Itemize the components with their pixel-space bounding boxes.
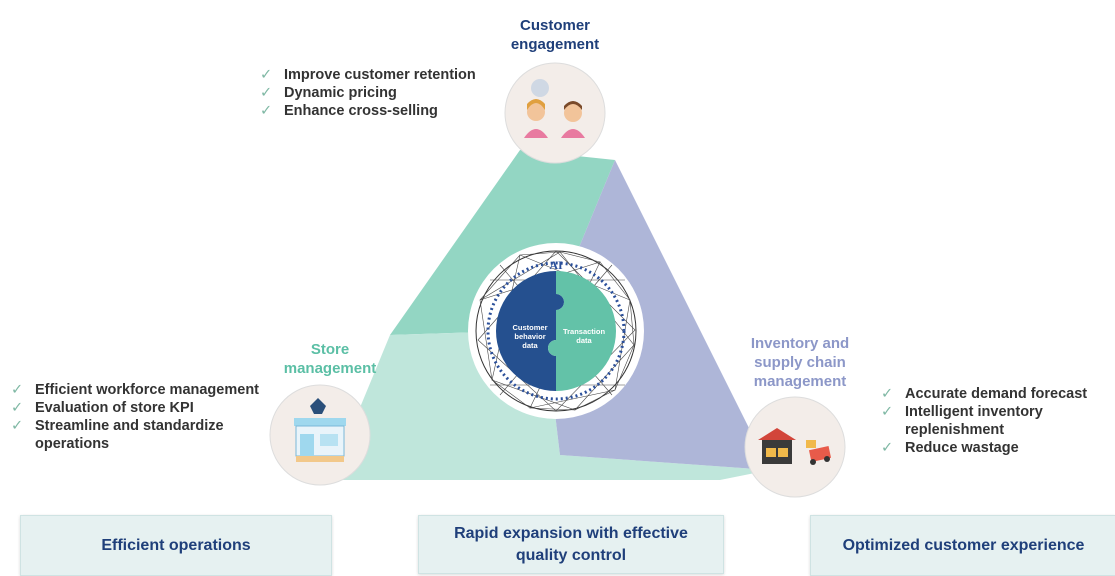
- inventory-title-line3: management: [753, 373, 847, 390]
- list-item: ✓Accurate demand forecast: [881, 386, 1088, 402]
- store-title-line1: Store: [310, 341, 350, 358]
- check-icon: ✓: [11, 418, 24, 434]
- check-icon: ✓: [881, 404, 894, 420]
- store-title-line2: management: [283, 360, 377, 377]
- customer-title-line2: engagement: [510, 36, 600, 53]
- customer-circle: [504, 62, 606, 164]
- list-item: ✓Enhance cross-selling: [260, 103, 438, 119]
- outcome-box-efficient-operations: Efficient operations: [20, 515, 332, 576]
- list-item: ✓Evaluation of store KPI: [11, 400, 194, 416]
- check-icon: ✓: [260, 85, 273, 101]
- list-item: ✓Intelligent inventory replenishment: [881, 404, 1043, 438]
- outcome-box-customer-experience: Optimized customer experience: [810, 515, 1115, 576]
- list-item: ✓Improve customer retention: [260, 67, 476, 83]
- puzzle-right-label: Transaction data: [562, 327, 606, 345]
- warehouse-truck-icon: [758, 428, 832, 465]
- inventory-benefits-list: ✓Accurate demand forecast ✓Intelligent i…: [879, 385, 1111, 457]
- inventory-title: Inventory and supply chain management: [735, 334, 865, 391]
- list-item: ✓Efficient workforce management: [11, 382, 259, 398]
- puzzle-left: [496, 271, 564, 391]
- customer-title-line1: Customer: [519, 17, 590, 34]
- check-icon: ✓: [260, 103, 273, 119]
- puzzle-left-label: Customer behavior data: [512, 323, 548, 350]
- check-icon: ✓: [11, 400, 24, 416]
- check-icon: ✓: [11, 382, 24, 398]
- list-item: ✓Dynamic pricing: [260, 85, 397, 101]
- store-benefits-list: ✓Efficient workforce management ✓Evaluat…: [9, 381, 259, 453]
- inventory-title-line1: Inventory and: [750, 335, 850, 352]
- store-icon: [294, 398, 346, 462]
- check-icon: ✓: [260, 67, 273, 83]
- outcome-box-rapid-expansion: Rapid expansion with effective quality c…: [418, 515, 724, 574]
- customers-icon: [524, 79, 585, 138]
- list-item: ✓Reduce wastage: [881, 440, 1019, 456]
- puzzle-right: [548, 271, 616, 391]
- list-item: ✓Streamline and standardize operations: [11, 418, 224, 452]
- inventory-circle: [744, 396, 846, 498]
- customer-benefits-list: ✓Improve customer retention ✓Dynamic pri…: [258, 66, 518, 120]
- globe-dotted-ring: [486, 261, 626, 401]
- customer-engagement-title: Customer engagement: [490, 16, 620, 54]
- ai-label: AI: [549, 258, 563, 272]
- inventory-title-line2: supply chain: [754, 354, 846, 371]
- store-management-title: Store management: [270, 340, 390, 378]
- check-icon: ✓: [881, 440, 894, 456]
- check-icon: ✓: [881, 386, 894, 402]
